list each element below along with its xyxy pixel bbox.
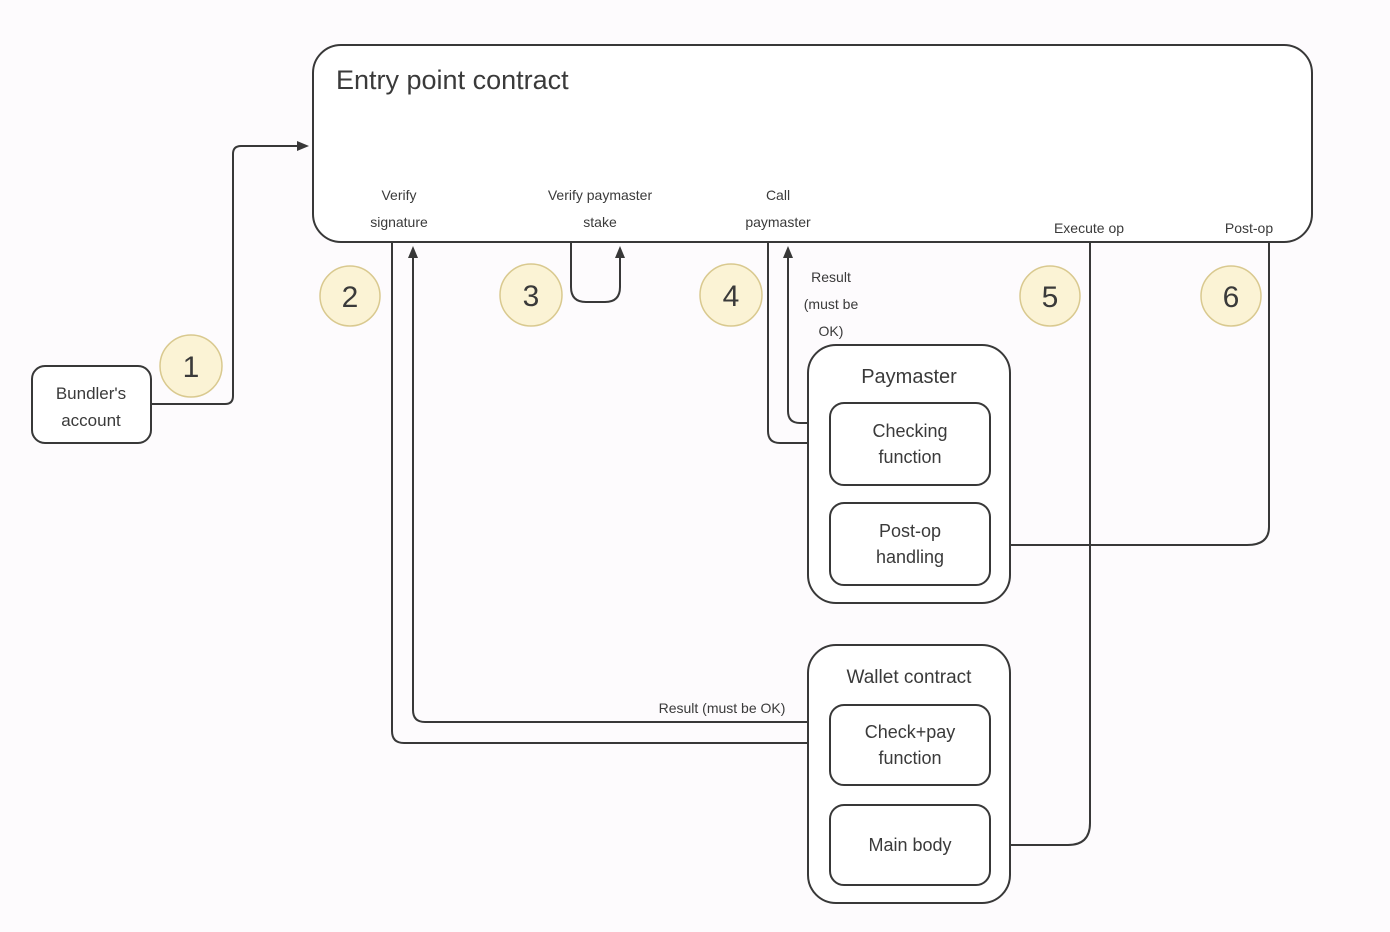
result-top-line2: (must be: [804, 296, 859, 312]
check-pay-function-line1: Check+pay: [865, 722, 956, 742]
main-body-label: Main body: [868, 835, 951, 855]
label-verify-paymaster-stake-line2: stake: [583, 214, 617, 230]
step-circle-3: [499, 263, 563, 327]
post-op-handling-line1: Post-op: [879, 521, 941, 541]
paymaster-title: Paymaster: [861, 366, 957, 388]
step-circle-1: [159, 334, 223, 398]
edge-verify-signature-call: [391, 242, 826, 748]
result-top-line3: OK): [819, 323, 844, 339]
step-circle-6: [1200, 265, 1262, 327]
entry-point-title: Entry point contract: [336, 65, 569, 95]
check-pay-function-line2: function: [878, 748, 941, 768]
step-circle-5: [1019, 265, 1081, 327]
label-call-paymaster-line2: paymaster: [745, 214, 811, 230]
check-pay-function-box: [829, 704, 991, 786]
label-call-paymaster-line1: Call: [766, 187, 790, 203]
step-circle-4: [699, 263, 763, 327]
result-top-line1: Result: [811, 269, 851, 285]
edge-post-op: [994, 242, 1270, 550]
label-verify-signature-line2: signature: [370, 214, 428, 230]
edge-execute-op: [994, 242, 1091, 850]
result-bottom-label: Result (must be OK): [659, 700, 786, 716]
edge-verify-signature-result: [408, 246, 830, 723]
edge-bundler-to-entry: [151, 141, 309, 405]
post-op-handling-line2: handling: [876, 547, 944, 567]
edge-call-paymaster-result: [783, 246, 830, 424]
label-verify-paymaster-stake-line1: Verify paymaster: [548, 187, 653, 203]
label-post-op: Post-op: [1225, 220, 1273, 236]
step-number-2: 2: [342, 281, 359, 314]
step-number-3: 3: [523, 280, 540, 313]
checking-function-line1: Checking: [872, 421, 947, 441]
label-execute-op: Execute op: [1054, 220, 1124, 236]
entry-point-contract-box: [312, 44, 1313, 243]
step-number-4: 4: [723, 280, 740, 313]
wallet-contract-title: Wallet contract: [847, 667, 973, 688]
edge-call-paymaster-call: [767, 242, 826, 448]
post-op-handling-box: [829, 502, 991, 586]
main-body-box: [829, 804, 991, 886]
bundler-account-line2: account: [61, 411, 121, 430]
bundler-account-box: [31, 365, 152, 444]
bundler-account-line1: Bundler's: [56, 384, 126, 403]
step-circle-2: [319, 265, 381, 327]
checking-function-box: [829, 402, 991, 486]
step-number-5: 5: [1042, 281, 1059, 314]
step-number-6: 6: [1223, 281, 1240, 314]
edge-verify-stake-selfloop: [570, 242, 625, 303]
checking-function-line2: function: [878, 447, 941, 467]
label-verify-signature-line1: Verify: [381, 187, 416, 203]
step-number-1: 1: [183, 351, 200, 384]
